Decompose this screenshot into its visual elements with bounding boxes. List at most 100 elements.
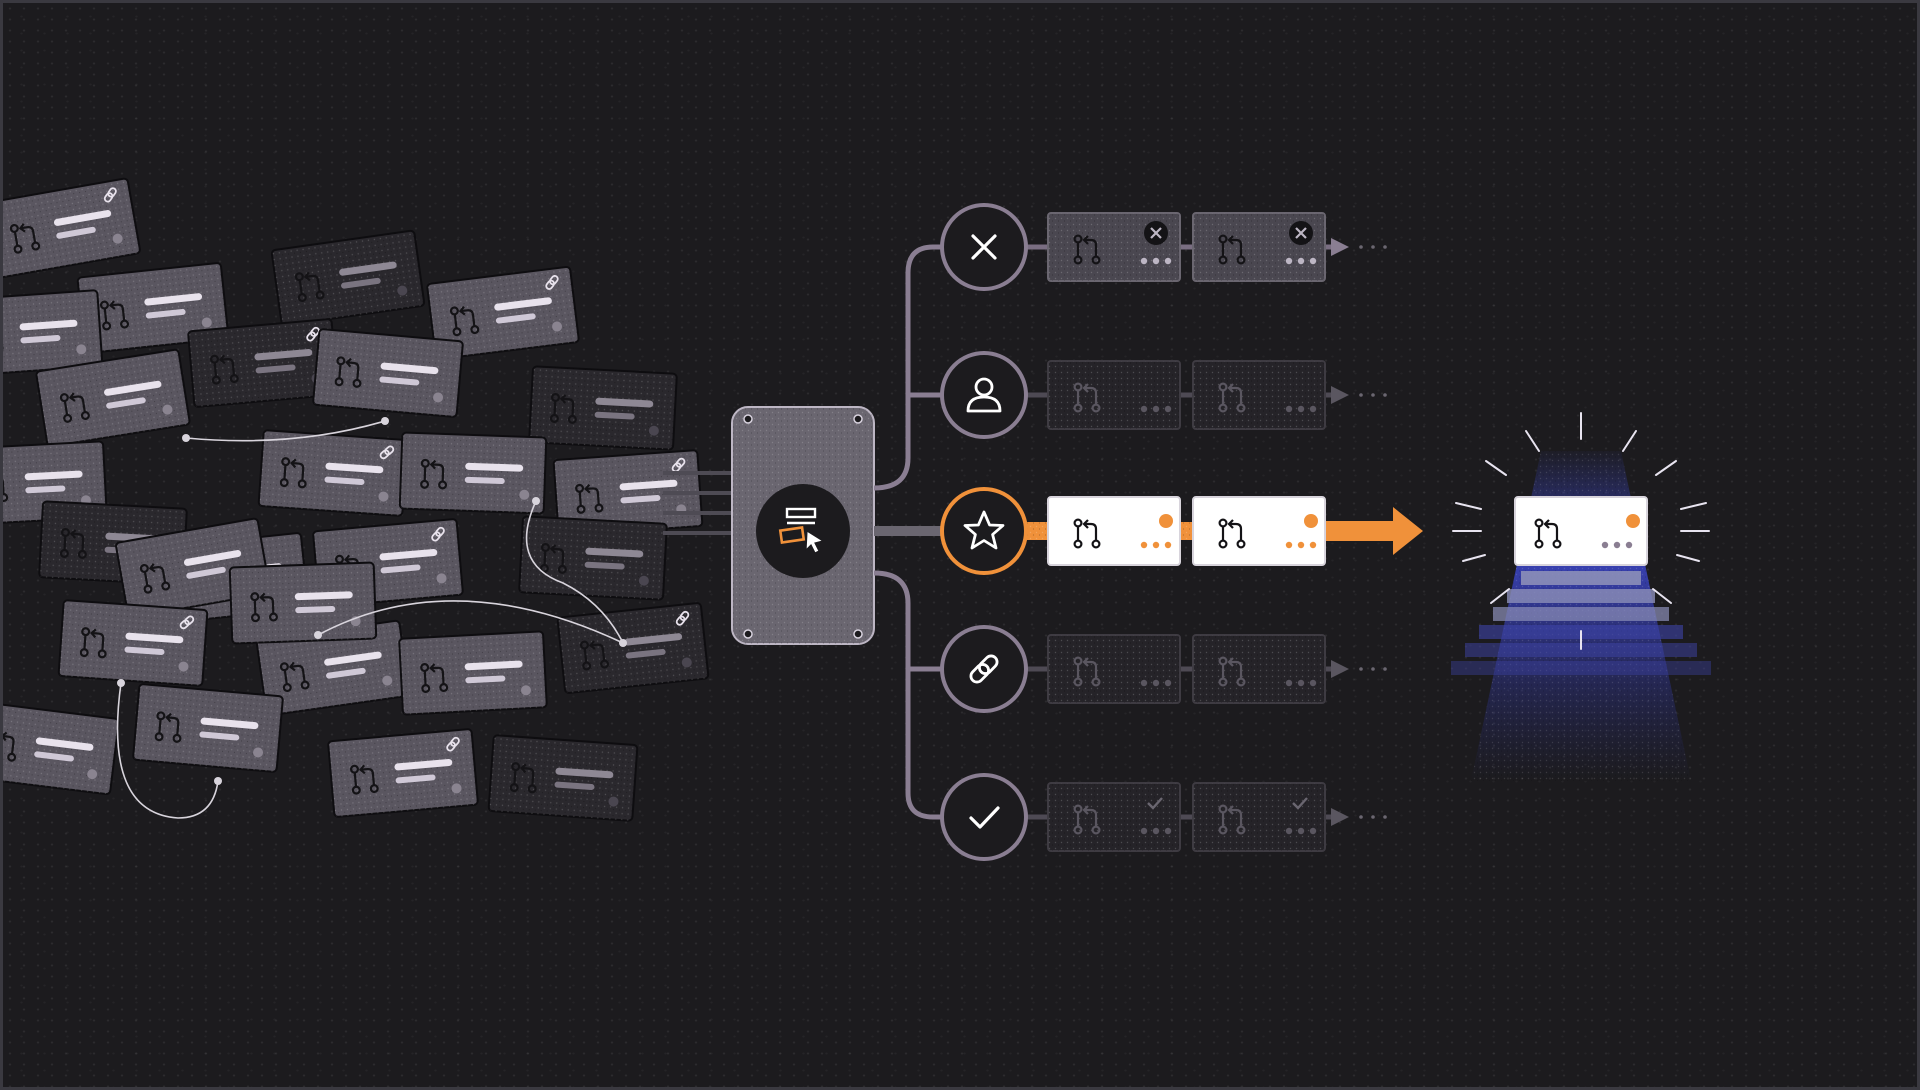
lanes: [940, 203, 1423, 861]
status-dot: [1140, 541, 1148, 549]
ellipsis-dot: [1371, 393, 1375, 397]
lane-pr-card: [1047, 634, 1181, 704]
title-bar: [624, 633, 683, 646]
title-bar: [19, 319, 78, 331]
sparkle-ray: [1652, 588, 1672, 604]
link-curve: [317, 600, 624, 644]
subtitle-bar: [25, 485, 66, 494]
title-bar: [324, 651, 382, 666]
router-box: [731, 406, 875, 645]
subtitle-bar: [124, 646, 165, 656]
link-icon: [306, 326, 320, 342]
branch-line: [873, 244, 944, 491]
status-dot: [1164, 679, 1172, 687]
status-dot: [1152, 679, 1160, 687]
status-dot: [520, 685, 531, 696]
pile-card: [3, 289, 104, 377]
pile-card: [3, 700, 120, 796]
pile-card: [556, 602, 710, 694]
stair-step: [1521, 571, 1641, 585]
sparkle-ray: [1676, 554, 1700, 562]
subtitle-bar: [255, 364, 296, 374]
status-dot: [1309, 679, 1317, 687]
status-dot: [552, 321, 563, 332]
approved-filter-circle: [940, 773, 1028, 861]
orange-badge: [1304, 514, 1318, 528]
router-feed-lines: [663, 471, 732, 535]
sparkle-ray: [1655, 460, 1677, 476]
title-bar: [380, 362, 439, 375]
status-dot: [1297, 679, 1305, 687]
title-bar: [144, 293, 203, 306]
status-dot: [1309, 405, 1317, 413]
status-dot: [519, 489, 530, 500]
pile-card: [228, 561, 378, 645]
pile-card: [257, 429, 409, 517]
status-dot: [1285, 679, 1293, 687]
ellipsis-dot: [1359, 815, 1363, 819]
ellipsis-dot: [1383, 245, 1387, 249]
subtitle-bar: [186, 566, 226, 579]
link-curve: [116, 682, 219, 819]
status-dot: [378, 491, 389, 502]
ellipsis-dot: [1359, 667, 1363, 671]
status-dot: [178, 661, 189, 672]
ellipsis-dot: [1371, 667, 1375, 671]
title-bar: [464, 660, 523, 671]
status-dot: [1309, 257, 1317, 265]
status-dot: [1152, 405, 1160, 413]
subtitle-bar: [56, 226, 96, 239]
subtitle-bar: [495, 313, 536, 324]
title-bar: [555, 767, 614, 779]
link-node: [619, 639, 627, 647]
forward-arrow: [1331, 386, 1349, 404]
pile-card: [270, 229, 426, 327]
link-icon: [969, 654, 999, 684]
title-bar: [595, 397, 654, 408]
lane-approved: [940, 773, 1387, 861]
sparkle-ray: [1680, 502, 1707, 510]
subtitle-bar: [20, 334, 61, 344]
title-bar: [465, 462, 524, 472]
status-dot: [648, 425, 659, 436]
pile-card: [132, 683, 284, 773]
status-dot: [1164, 827, 1172, 835]
screw: [743, 629, 753, 639]
sparkle-ray: [1622, 430, 1637, 452]
subtitle-bar: [106, 397, 146, 409]
pile-card: [398, 630, 548, 716]
pile-link-curves: [116, 417, 627, 819]
status-dot: [1309, 827, 1317, 835]
status-dot: [1613, 541, 1621, 549]
link-node: [182, 434, 190, 442]
link-icon: [379, 445, 395, 460]
link-node: [214, 777, 222, 785]
sparkle-ray: [1525, 430, 1540, 452]
forward-arrow: [1323, 507, 1423, 555]
subtitle-bar: [395, 774, 436, 784]
status-dot: [162, 404, 173, 415]
forward-arrow: [1331, 660, 1349, 678]
status-dot: [1285, 405, 1293, 413]
status-dot: [1285, 541, 1293, 549]
pile-card: [327, 728, 479, 818]
link-node: [532, 497, 540, 505]
ellipsis-dot: [1383, 667, 1387, 671]
link-icon: [431, 526, 445, 542]
title-bar: [254, 348, 313, 361]
lane-pr-card: [1047, 212, 1181, 282]
subtitle-bar: [341, 277, 381, 289]
status-dot: [436, 573, 447, 584]
subtitle-bar: [295, 605, 336, 614]
title-bar: [394, 758, 453, 771]
subtitle-bar: [379, 376, 420, 386]
title-bar: [183, 550, 242, 566]
pile-card: [426, 265, 580, 361]
screw: [853, 629, 863, 639]
status-dot: [1164, 257, 1172, 265]
x-icon: [971, 234, 997, 260]
merged-pr-card: [1514, 496, 1648, 566]
link-icon: [103, 187, 117, 203]
lane-pr-card: [1047, 360, 1181, 430]
